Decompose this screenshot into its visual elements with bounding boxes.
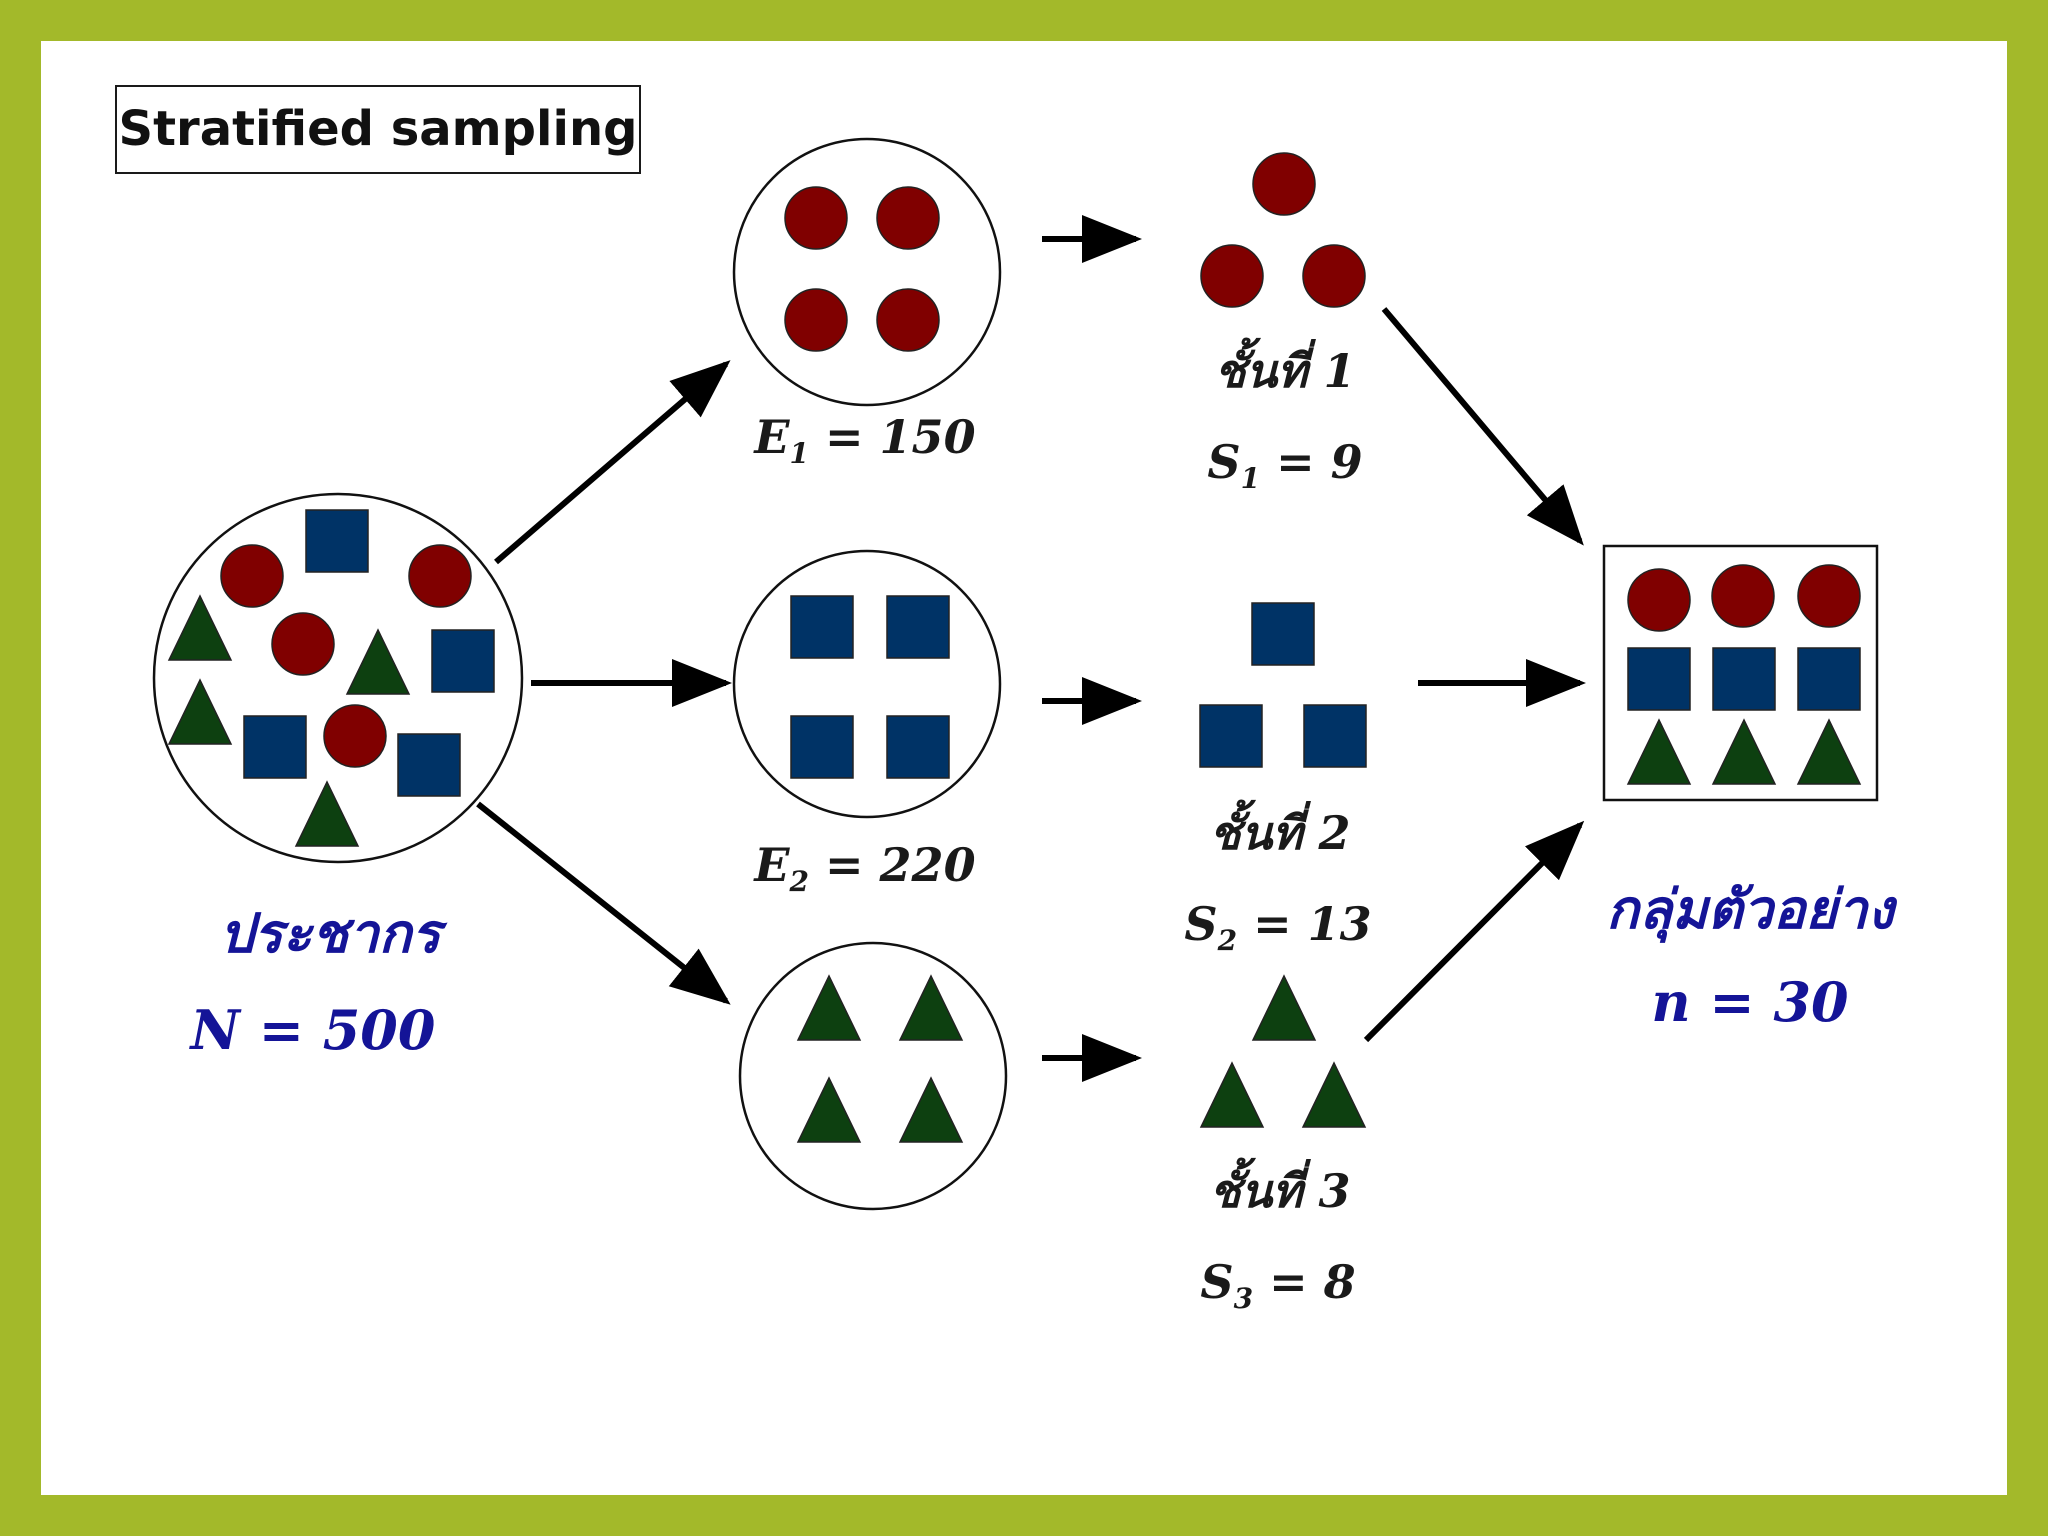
blue-square-unit [1627, 647, 1691, 711]
stratum-2-label: ชั้นที่ 2 [1209, 806, 1351, 860]
stratum-1-label: ชั้นที่ 1 [1214, 344, 1356, 398]
arrow-stratum-1-to-sample [1381, 307, 1584, 546]
stratum-2-sample-size: S2 = 13 [1184, 897, 1372, 958]
sample-size: n = 30 [1651, 970, 1849, 1034]
green-triangle-unit [1796, 718, 1862, 785]
stratum-circle-1 [732, 137, 1002, 407]
blue-square-unit [1797, 647, 1861, 711]
blue-square-unit [1199, 704, 1263, 768]
green-triangle-unit [796, 974, 862, 1041]
red-circle-unit [784, 186, 848, 250]
green-triangle-unit [1301, 1061, 1367, 1128]
red-circle-unit [1302, 244, 1366, 308]
stratum-group-1-size: E1 = 150 [754, 410, 976, 471]
green-triangle-unit [167, 678, 233, 745]
red-circle-unit [1711, 564, 1775, 628]
green-triangle-unit [898, 974, 964, 1041]
population-size: N = 500 [190, 998, 436, 1062]
blue-square-unit [1712, 647, 1776, 711]
stratum-1-sample-size: S1 = 9 [1207, 435, 1363, 496]
green-triangle-unit [1711, 718, 1777, 785]
blue-square-unit [243, 715, 307, 779]
red-circle-unit [271, 612, 335, 676]
blue-square-unit [431, 629, 495, 693]
red-circle-unit [1200, 244, 1264, 308]
stratum-circle-3 [738, 941, 1008, 1211]
blue-square-unit [397, 733, 461, 797]
green-triangle-unit [1199, 1061, 1265, 1128]
red-circle-unit [1627, 568, 1691, 632]
green-triangle-unit [796, 1076, 862, 1143]
blue-square-unit [886, 595, 950, 659]
green-triangle-unit [1626, 718, 1692, 785]
sample-label: กลุ่มตัวอย่าง [1606, 877, 1894, 941]
green-triangle-unit [345, 628, 411, 695]
blue-square-unit [886, 715, 950, 779]
red-circle-unit [1252, 152, 1316, 216]
arrow-population-to-stratum-3 [476, 801, 731, 1005]
red-circle-unit [220, 544, 284, 608]
stratum-3-sample-size: S3 = 8 [1200, 1255, 1356, 1316]
blue-square-unit [305, 509, 369, 573]
green-triangle-unit [294, 780, 360, 847]
title-box: Stratified sampling [115, 85, 641, 174]
blue-square-unit [1303, 704, 1367, 768]
red-circle-unit [784, 288, 848, 352]
blue-square-unit [1251, 602, 1315, 666]
stratum-circle-2 [732, 549, 1002, 819]
arrow-stratum-3-to-sample [1363, 820, 1585, 1043]
green-triangle-unit [898, 1076, 964, 1143]
blue-square-unit [790, 595, 854, 659]
stratum-3-label: ชั้นที่ 3 [1209, 1164, 1351, 1218]
stratum-group-2-size: E2 = 220 [754, 838, 976, 899]
red-circle-unit [876, 288, 940, 352]
red-circle-unit [408, 544, 472, 608]
arrow-population-to-stratum-1 [494, 360, 731, 565]
red-circle-unit [876, 186, 940, 250]
green-triangle-unit [167, 594, 233, 661]
red-circle-unit [1797, 564, 1861, 628]
blue-square-unit [790, 715, 854, 779]
population-label: ประชากร [219, 901, 441, 965]
red-circle-unit [323, 704, 387, 768]
diagram-title: Stratified sampling [118, 100, 638, 157]
green-triangle-unit [1251, 974, 1317, 1041]
